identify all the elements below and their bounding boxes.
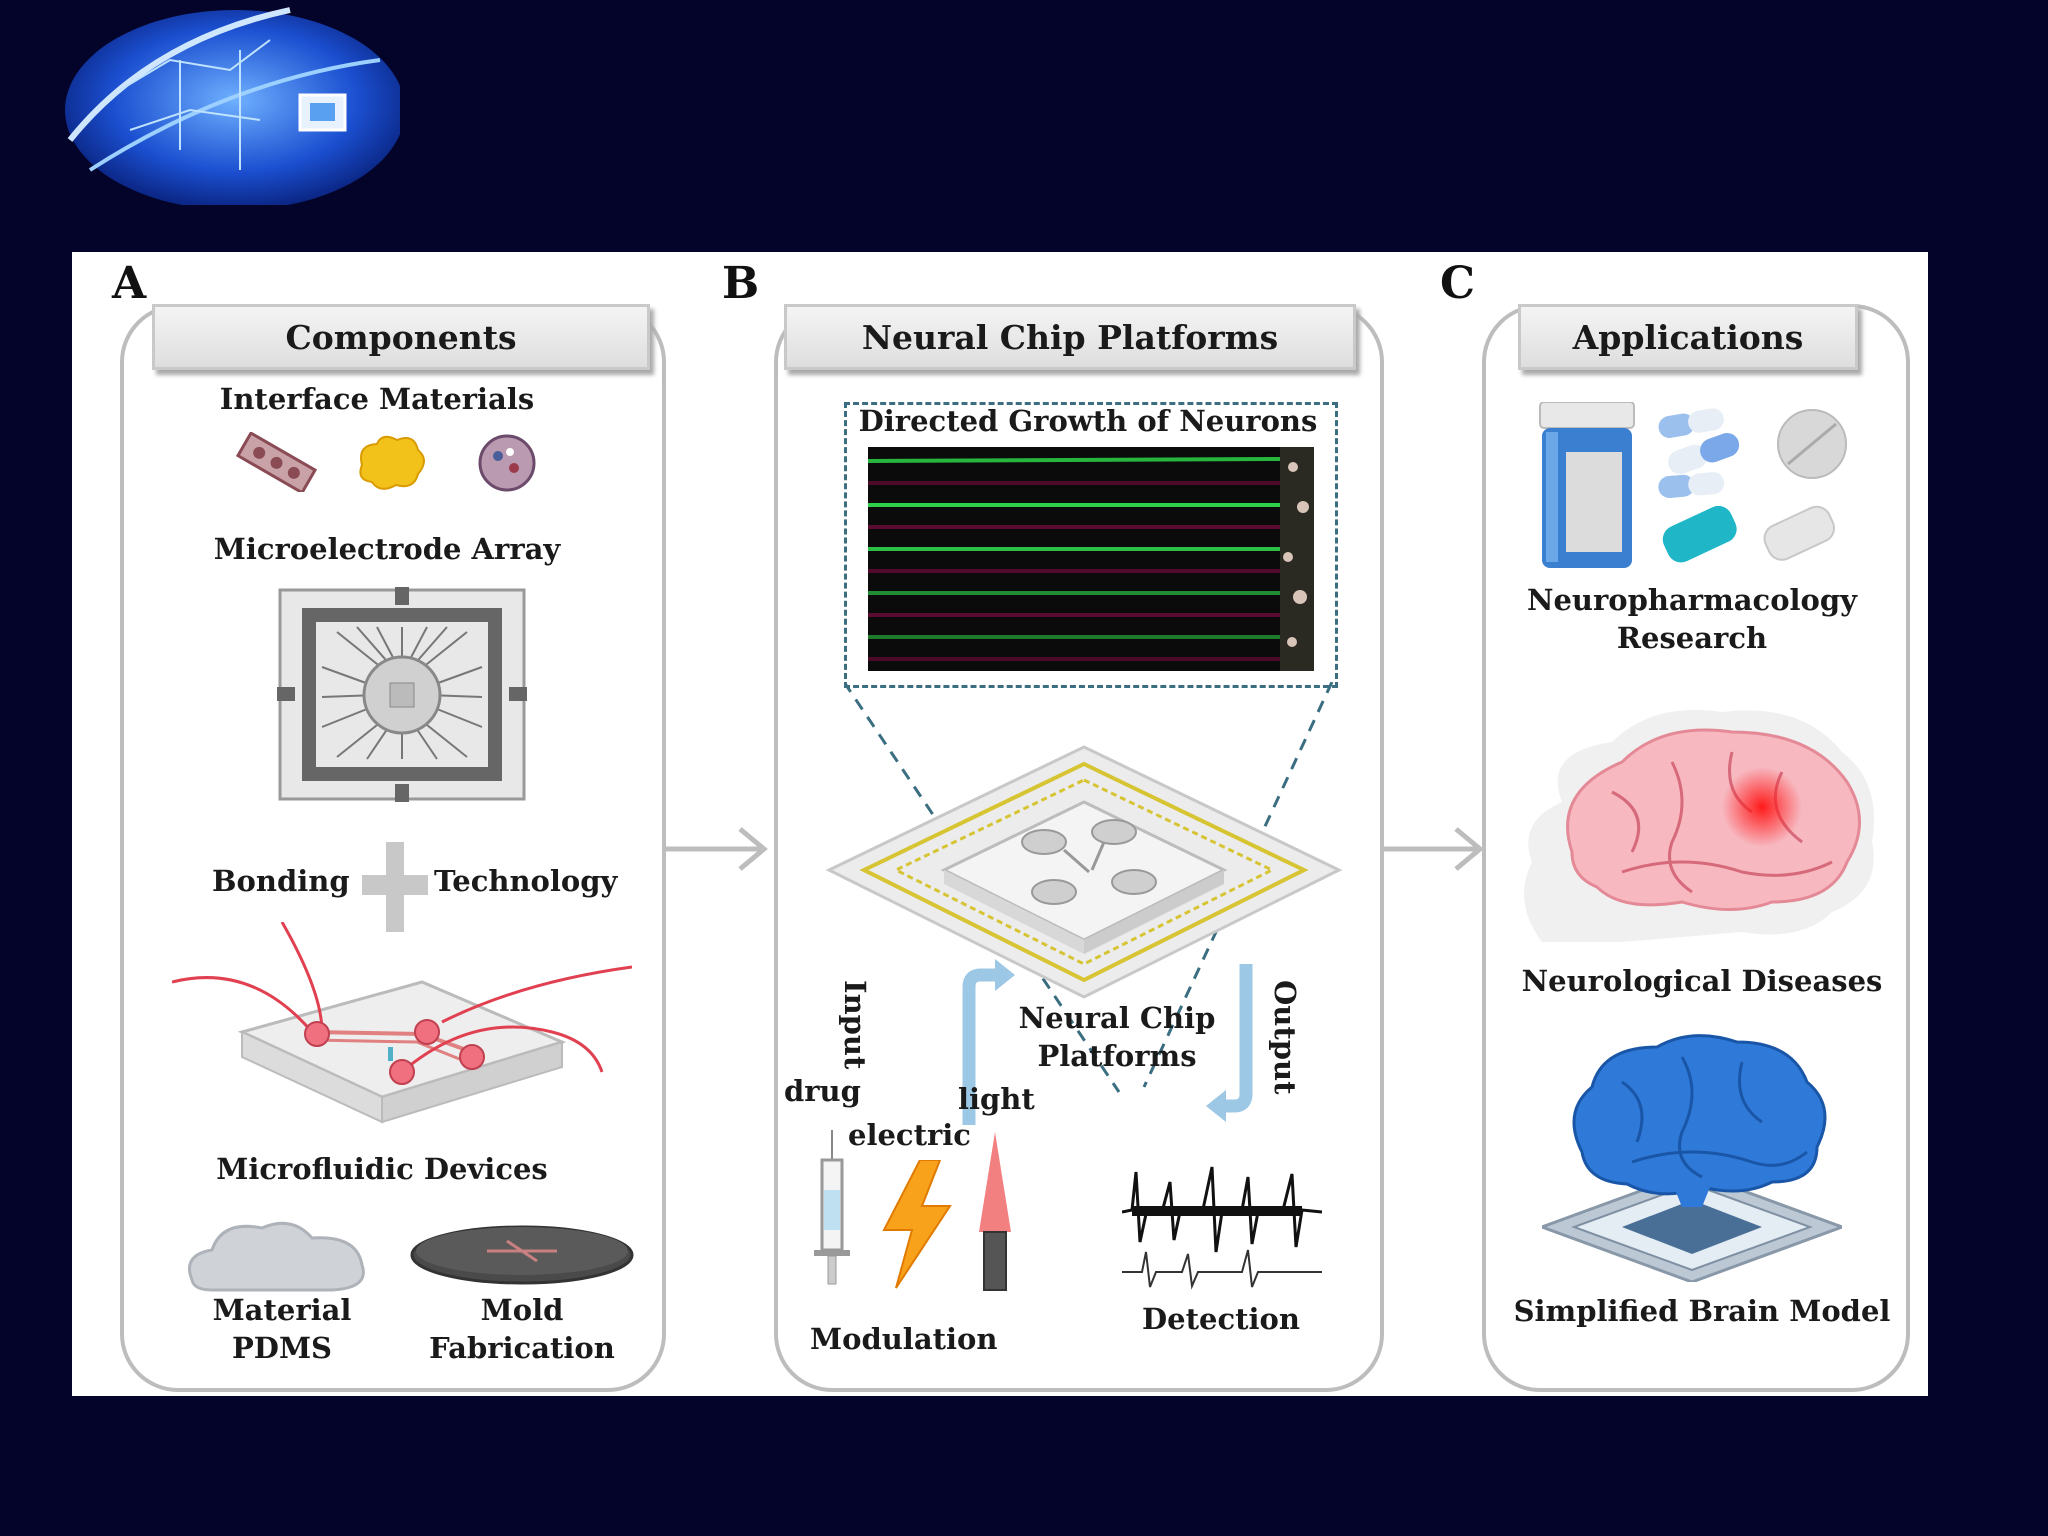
right-arrow-icon bbox=[664, 824, 770, 874]
zoom-dashed-lines bbox=[844, 682, 1334, 1102]
electric-label: electric bbox=[848, 1118, 971, 1152]
drug-label: drug bbox=[784, 1074, 861, 1108]
neuropharmacology-label: Neuropharmacology Research bbox=[1526, 583, 1858, 655]
microelectrode-array-icon bbox=[277, 587, 527, 802]
signal-trace-icon bbox=[1122, 1152, 1322, 1292]
light-label: light bbox=[958, 1082, 1035, 1116]
panel-b-letter: B bbox=[722, 258, 760, 309]
detection-label: Detection bbox=[1142, 1302, 1300, 1336]
panel-c-letter: C bbox=[1440, 258, 1476, 309]
input-arrow-icon bbox=[957, 957, 1017, 1127]
neuron-growth-image bbox=[868, 447, 1314, 671]
output-label: Output bbox=[1268, 980, 1302, 1095]
right-arrow-icon bbox=[1380, 824, 1486, 874]
bonding-label: Bonding bbox=[212, 864, 350, 898]
plus-icon bbox=[362, 842, 428, 932]
mold-disc-icon bbox=[407, 1217, 637, 1287]
components-header: Components bbox=[152, 304, 650, 370]
interface-material-sphere-icon bbox=[472, 430, 542, 495]
microfluidic-devices-label: Microfluidic Devices bbox=[216, 1152, 548, 1186]
neural-chip-icon bbox=[824, 742, 1344, 1012]
material-pdms-label: Material PDMS bbox=[212, 1293, 352, 1365]
panel-a-letter: A bbox=[112, 258, 147, 309]
lightning-icon bbox=[882, 1160, 952, 1290]
interface-material-gold-icon bbox=[352, 430, 432, 495]
input-label: Input bbox=[838, 980, 872, 1070]
brain-disease-icon bbox=[1502, 702, 1892, 952]
pills-icon bbox=[1652, 402, 1852, 572]
technology-label: Technology bbox=[434, 864, 618, 898]
brain-model-label: Simplified Brain Model bbox=[1513, 1294, 1891, 1328]
syringe-icon bbox=[812, 1130, 852, 1290]
microfluidic-device-icon bbox=[172, 922, 632, 1132]
logo-globe-chip-icon bbox=[30, 0, 400, 205]
interface-material-film-icon bbox=[232, 432, 322, 492]
output-arrow-icon bbox=[1202, 964, 1262, 1124]
brain-chip-icon bbox=[1542, 1032, 1842, 1282]
mold-fabrication-label: Mold Fabrication bbox=[429, 1293, 615, 1365]
interface-materials-label: Interface Materials bbox=[219, 382, 535, 416]
neural-chip-platforms-header: Neural Chip Platforms bbox=[784, 304, 1356, 370]
pdms-material-icon bbox=[182, 1210, 372, 1295]
figure: A Components Interface Materials Microel… bbox=[72, 252, 1928, 1396]
pill-bottle-icon bbox=[1532, 402, 1642, 572]
center-label: Neural Chip Platforms bbox=[1018, 1001, 1216, 1073]
modulation-label: Modulation bbox=[810, 1322, 998, 1356]
applications-header: Applications bbox=[1518, 304, 1858, 370]
neuron-growth-frame bbox=[844, 402, 1338, 688]
directed-growth-label: Directed Growth of Neurons bbox=[858, 404, 1318, 438]
laser-icon bbox=[975, 1132, 1015, 1292]
neurological-diseases-label: Neurological Diseases bbox=[1521, 964, 1883, 998]
microelectrode-array-label: Microelectrode Array bbox=[213, 532, 561, 566]
